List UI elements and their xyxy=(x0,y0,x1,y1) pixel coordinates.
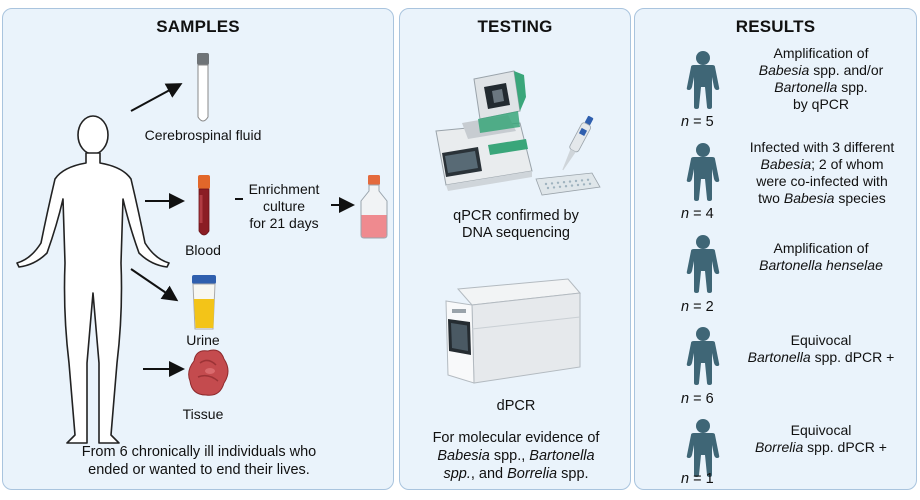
result-2-text: Infected with 3 different Babesia; 2 of … xyxy=(727,139,917,207)
enrichment-line-1: Enrichment xyxy=(248,181,320,197)
person-icon-result-1 xyxy=(686,51,720,109)
result-2-line-2: Babesia; 2 of whom xyxy=(760,156,884,172)
person-icon-result-3 xyxy=(686,235,720,293)
result-5-text: Equivocal Borrelia spp. dPCR + xyxy=(727,422,915,456)
dpcr-instrument-icon xyxy=(445,278,581,384)
qpcr-machine-icon xyxy=(435,70,533,191)
csf-label: Cerebrospinal fluid xyxy=(144,127,262,143)
result-5-line-2: Borrelia spp. dPCR + xyxy=(755,439,887,455)
result-5-line-1: Equivocal xyxy=(790,422,852,438)
result-4-line-1: Equivocal xyxy=(790,332,852,348)
person-icon-result-2 xyxy=(686,143,720,201)
result-1-line-4: by qPCR xyxy=(792,96,850,112)
human-outline-icon xyxy=(16,115,170,444)
testing-caption-line-1: For molecular evidence of xyxy=(432,430,600,446)
samples-caption-line-2: ended or wanted to end their lives. xyxy=(88,462,310,478)
result-3-line-2: Bartonella henselae xyxy=(759,257,883,273)
qpcr-line-2: DNA sequencing xyxy=(461,225,570,241)
count-result-5: n = 1 xyxy=(681,471,714,487)
testing-title: TESTING xyxy=(477,17,553,36)
enrichment-line-2: culture xyxy=(262,198,306,214)
result-3-line-1: Amplification of xyxy=(773,240,869,256)
testing-panel: TESTING qPCR confirmed by DNA sequencing xyxy=(399,8,631,490)
results-panel: RESULTS n = 5 Amplification of Babesia s… xyxy=(634,8,917,490)
qpcr-label: qPCR confirmed by DNA sequencing xyxy=(416,208,616,242)
pipette-plate-icon xyxy=(535,115,601,196)
arrow-to-csf xyxy=(130,83,183,112)
culture-flask-icon xyxy=(360,175,388,239)
enrichment-line-3: for 21 days xyxy=(249,215,319,231)
person-icon-result-5 xyxy=(686,419,720,477)
result-1-line-2: Babesia spp. and/or xyxy=(758,62,884,78)
result-4-line-2: Bartonella spp. dPCR + xyxy=(747,349,895,365)
arrow-to-urine xyxy=(130,268,179,302)
result-1-text: Amplification of Babesia spp. and/or Bar… xyxy=(727,45,915,113)
count-result-4: n = 6 xyxy=(681,391,714,407)
qpcr-line-1: qPCR confirmed by xyxy=(453,208,579,224)
tissue-icon xyxy=(188,349,229,396)
result-1-line-1: Amplification of xyxy=(773,45,869,61)
enrichment-text: Enrichment culture for 21 days xyxy=(237,181,331,232)
result-3-text: Amplification of Bartonella henselae xyxy=(727,240,915,274)
tissue-label: Tissue xyxy=(182,406,224,422)
samples-title: SAMPLES xyxy=(156,17,240,36)
samples-caption: From 6 chronically ill individuals who e… xyxy=(13,443,385,479)
dpcr-label: dPCR xyxy=(496,398,536,414)
testing-caption-line-2: Babesia spp., Bartonella xyxy=(437,448,595,464)
result-1-line-3: Bartonella spp. xyxy=(774,79,868,95)
result-2-line-4: two Babesia species xyxy=(758,190,886,206)
samples-panel: SAMPLES Cerebrospinal fluid xyxy=(2,8,394,490)
urine-cup-icon xyxy=(192,275,216,330)
samples-caption-line-1: From 6 chronically ill individuals who xyxy=(81,444,317,460)
results-title: RESULTS xyxy=(735,17,816,36)
blood-tube-icon xyxy=(198,175,210,236)
blood-label: Blood xyxy=(185,242,221,258)
sample-arrows xyxy=(130,83,355,377)
count-result-2: n = 4 xyxy=(681,206,714,222)
urine-label: Urine xyxy=(186,332,220,348)
csf-tube-icon xyxy=(197,53,209,122)
count-result-3: n = 2 xyxy=(681,299,714,315)
person-icon-result-4 xyxy=(686,327,720,385)
result-2-line-3: were co-infected with xyxy=(756,173,888,189)
result-4-text: Equivocal Bartonella spp. dPCR + xyxy=(727,332,915,366)
count-result-1: n = 5 xyxy=(681,114,714,130)
testing-caption: For molecular evidence of Babesia spp., … xyxy=(406,429,626,483)
result-2-line-1: Infected with 3 different xyxy=(749,139,895,155)
testing-caption-line-3: spp., and Borrelia spp. xyxy=(443,466,589,482)
